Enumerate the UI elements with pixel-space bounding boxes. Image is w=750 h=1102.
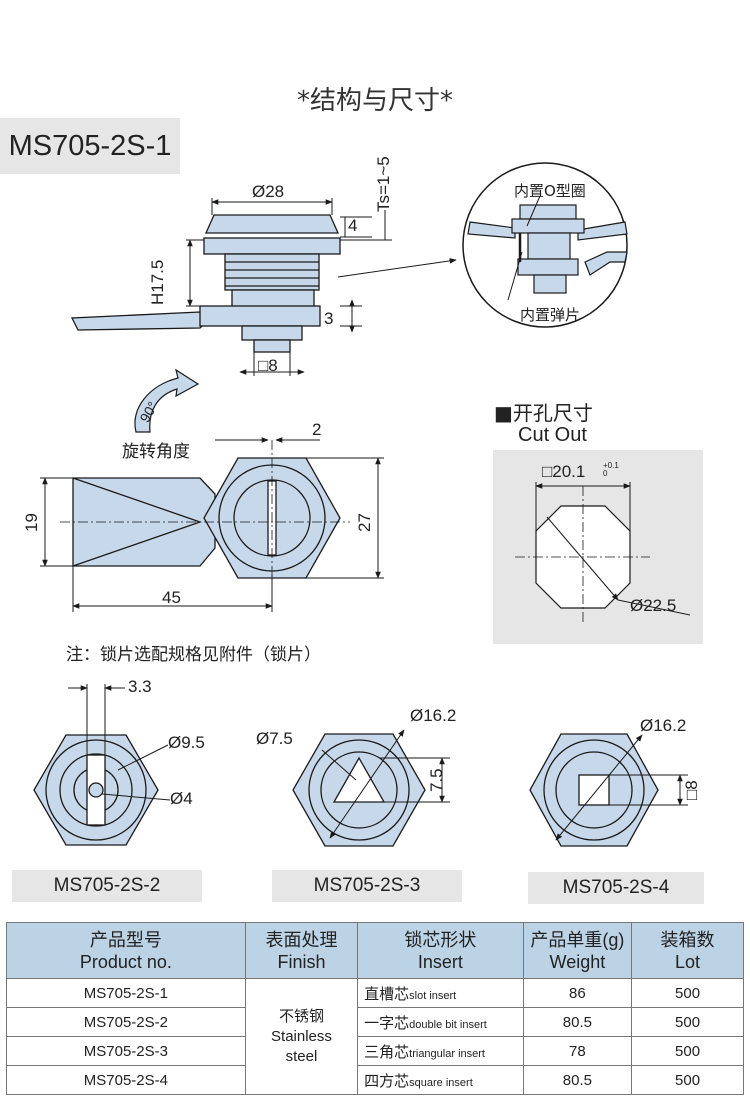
lock-plate — [70, 311, 214, 331]
cell-weight: 80.5 — [522, 1007, 633, 1037]
dim-27: 27 — [355, 513, 374, 532]
cell-lot: 500 — [631, 1007, 744, 1037]
cell-weight: 86 — [522, 978, 633, 1008]
cell-insert: 三角芯triangular insert — [357, 1036, 524, 1066]
variant-3-dim-a: Ø7.5 — [256, 729, 293, 748]
variant-4-drawing — [529, 733, 659, 847]
cutout-square: □20.1 — [542, 462, 586, 481]
page-title: *结构与尺寸* — [296, 86, 453, 116]
cell-product: MS705-2S-2 — [6, 1007, 246, 1037]
rotation-label: 旋转角度 — [122, 442, 190, 462]
cutout-title-en: Cut Out — [518, 424, 587, 446]
cell-finish: 不锈钢 Stainless steel — [244, 978, 359, 1095]
spring-label: 内置弹片 — [520, 306, 581, 324]
variant-2-dim-c: Ø4 — [170, 789, 193, 808]
cell-weight: 78 — [522, 1036, 633, 1066]
nut-shape — [203, 237, 341, 255]
dim-height: H17.5 — [148, 259, 167, 305]
model-tag: MS705-2S-1 — [0, 118, 180, 174]
header-insert: 锁芯形状 Insert — [357, 922, 524, 979]
cell-product: MS705-2S-1 — [6, 978, 246, 1008]
header-lot: 装箱数 Lot — [631, 922, 744, 979]
dim-45: 45 — [162, 588, 181, 607]
cell-product: MS705-2S-3 — [6, 1036, 246, 1066]
variant-2-label: MS705-2S-2 — [12, 870, 202, 902]
header-finish: 表面处理 Finish — [244, 922, 359, 979]
variant-4-dim-b: □8 — [682, 780, 701, 800]
variant-2-drawing — [33, 734, 159, 846]
table-row: MS705-2S-2 一字芯double bit insert 80.5 500 — [6, 1007, 744, 1037]
rotation-arrow — [134, 368, 200, 433]
dim-4: 4 — [348, 216, 358, 235]
dim-3: 3 — [324, 309, 334, 328]
variant-3-label: MS705-2S-3 — [272, 870, 462, 902]
side-view-drawing — [70, 214, 341, 353]
cutout-tolerance: +0.1 0 — [603, 461, 619, 478]
table-row: MS705-2S-3 三角芯triangular insert 78 500 — [6, 1036, 744, 1066]
table-header-row: 产品型号 Product no. 表面处理 Finish 锁芯形状 Insert… — [6, 922, 744, 979]
cap-shape — [204, 214, 340, 234]
spec-table: 产品型号 Product no. 表面处理 Finish 锁芯形状 Insert… — [6, 922, 744, 1095]
variant-4-dim-a: Ø16.2 — [640, 716, 687, 735]
note-text: 注：锁片选配规格见附件（锁片） — [66, 645, 321, 665]
variant-2-dim-a: 3.3 — [128, 677, 152, 696]
dim-square-8: □8 — [258, 356, 278, 375]
cell-lot: 500 — [631, 978, 744, 1008]
cell-weight: 80.5 — [522, 1065, 633, 1095]
cell-product: MS705-2S-4 — [6, 1065, 246, 1095]
variant-2-dim-b: Ø9.5 — [168, 733, 205, 752]
variant-4-label: MS705-2S-4 — [528, 872, 704, 904]
thread-body — [224, 253, 320, 291]
cell-insert: 四方芯square insert — [357, 1065, 524, 1095]
variant-3-dim-b: Ø16.2 — [410, 706, 457, 725]
dim-2: 2 — [312, 420, 322, 439]
cell-insert: 一字芯double bit insert — [357, 1007, 524, 1037]
table-row: MS705-2S-1 不锈钢 Stainless steel 直槽芯slot i… — [6, 978, 744, 1095]
table-row: MS705-2S-4 四方芯square insert 80.5 500 — [6, 1065, 744, 1095]
header-weight: 产品单重(g) Weight — [522, 922, 633, 979]
detail-view-drawing — [462, 162, 628, 328]
cutout-title-cn: ■开孔尺寸 — [494, 401, 593, 425]
variant-3-drawing — [292, 733, 426, 847]
variant-3-dim-c: 7.5 — [427, 768, 446, 792]
o-ring-label: 内置O型圈 — [514, 182, 586, 200]
square-stem — [253, 339, 291, 353]
dim-dia-28: Ø28 — [252, 182, 285, 201]
cutout-shape — [515, 482, 691, 625]
cell-lot: 500 — [631, 1065, 744, 1095]
cell-lot: 500 — [631, 1036, 744, 1066]
cutout-dia: Ø22.5 — [630, 596, 677, 615]
dim-ts: Ts=1~5 — [374, 156, 393, 212]
cell-insert: 直槽芯slot insert — [357, 978, 524, 1008]
top-view-drawing — [72, 457, 341, 579]
dim-19: 19 — [22, 513, 41, 532]
header-product: 产品型号 Product no. — [6, 922, 246, 979]
